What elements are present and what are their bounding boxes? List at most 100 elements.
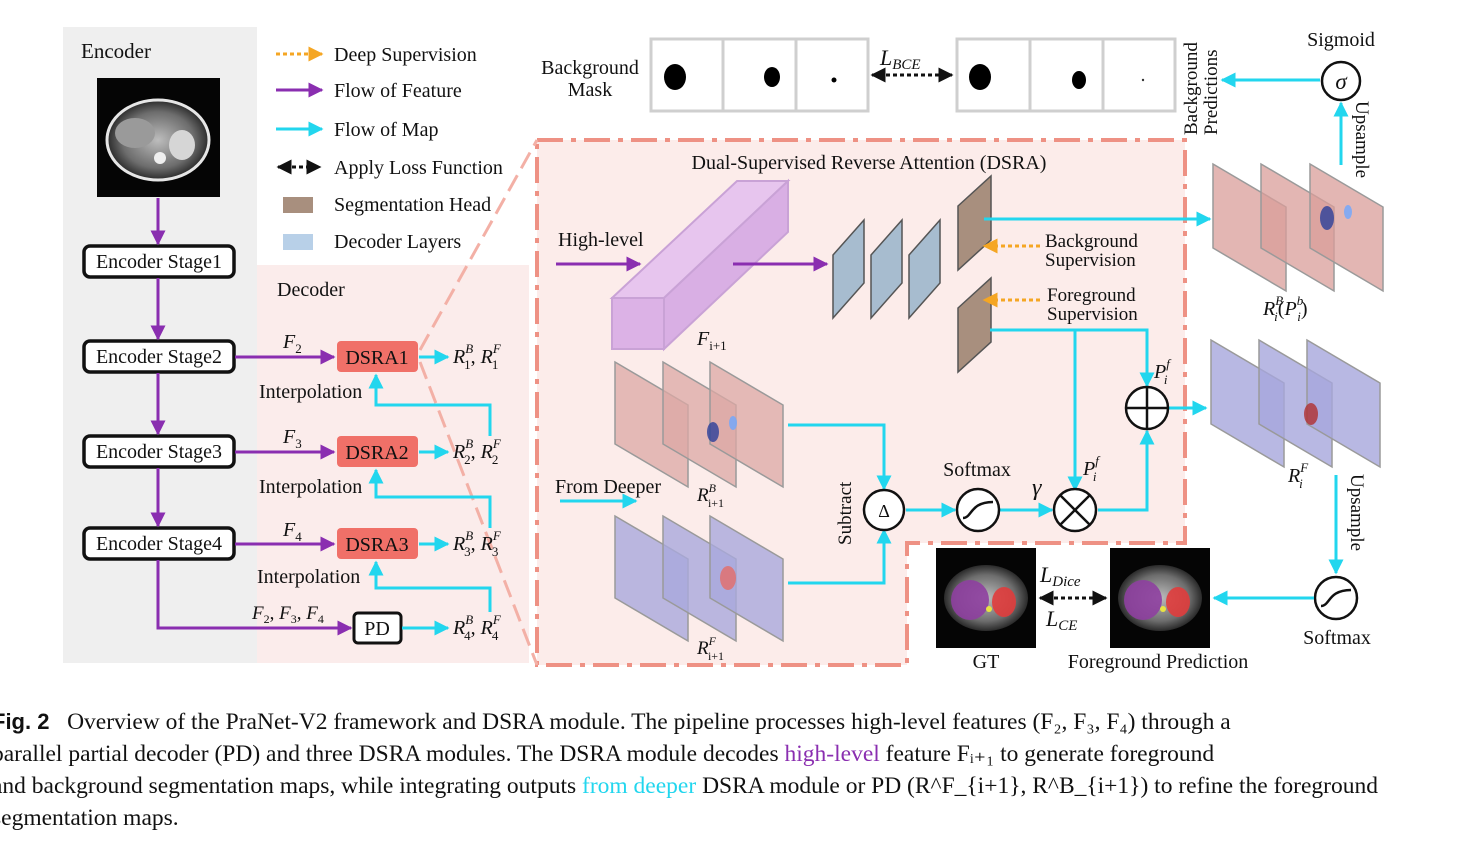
feature-f3: F3: [282, 426, 302, 451]
ce-loss-label: LCE: [1045, 606, 1077, 634]
softmax-node-dsra: [955, 487, 1001, 533]
decoder-layers: [832, 218, 941, 320]
add-node: [1124, 385, 1170, 431]
caption-line-1: Fig. 2 Overview of the PraNet-V2 framewo…: [0, 706, 1457, 738]
svg-text:Apply Loss Function: Apply Loss Function: [334, 157, 503, 179]
multiply-node: [1052, 487, 1098, 533]
svg-text:Decoder Layers: Decoder Layers: [334, 231, 461, 253]
softmax-label-dsra: Softmax: [943, 459, 1011, 481]
svg-text:DSRA2: DSRA2: [345, 442, 408, 464]
legend: Deep Supervision Flow of Feature Flow of…: [276, 44, 503, 253]
pd-box: PD: [352, 611, 403, 645]
background-mask-strip: [649, 37, 870, 113]
legend-decoder-layers: Decoder Layers: [283, 231, 461, 253]
decoder-map-arrows: [368, 349, 492, 636]
legend-segmentation-head: Segmentation Head: [283, 194, 491, 216]
high-level-label: High-level: [558, 229, 644, 251]
dsra1-box: DSRA1: [337, 341, 418, 372]
foreground-prediction-image: [1110, 548, 1210, 648]
figure-caption: Fig. 2 Overview of the PraNet-V2 framewo…: [0, 706, 1457, 834]
rb-stack-right: [1212, 162, 1384, 293]
sigmoid-label: Sigmoid: [1307, 29, 1375, 51]
bce-loss-label: LBCE: [879, 45, 921, 73]
svg-text:Encoder Stage3: Encoder Stage3: [96, 441, 222, 463]
svg-text:Δ: Δ: [878, 501, 890, 521]
encoder-stage-1: Encoder Stage1: [82, 244, 236, 279]
caption-from-deeper: from deeper: [582, 773, 697, 799]
zoom-line-top: [418, 139, 539, 351]
legend-apply-loss: Apply Loss Function: [276, 157, 503, 179]
encoder-stage-3: Encoder Stage3: [82, 434, 236, 469]
interpolation-label-3: Interpolation: [257, 566, 360, 588]
zoom-line-bottom: [418, 361, 539, 666]
caption-high-level: high-level: [784, 741, 880, 767]
interpolation-label-1: Interpolation: [259, 381, 362, 403]
feature-f2: F2: [282, 331, 302, 356]
legend-flow-of-feature: Flow of Feature: [276, 80, 462, 102]
encoder-flow-arrows: [150, 198, 353, 636]
svg-text:Flow of Feature: Flow of Feature: [334, 80, 462, 102]
feature-fi1-label: Fi+1: [696, 328, 727, 353]
legend-flow-of-map: Flow of Map: [276, 119, 438, 141]
svg-text:Encoder Stage4: Encoder Stage4: [96, 533, 222, 555]
from-deeper-label: From Deeper: [555, 476, 661, 498]
foreground-prediction-label: Foreground Prediction: [1068, 651, 1249, 673]
subtract-node: Δ: [862, 488, 906, 532]
svg-text:Encoder Stage1: Encoder Stage1: [96, 251, 222, 273]
dsra2-box: DSRA2: [337, 436, 418, 467]
svg-text:DSRA1: DSRA1: [345, 347, 408, 369]
decoder-title: Decoder: [277, 279, 345, 301]
interpolation-label-2: Interpolation: [259, 476, 362, 498]
gt-label: GT: [973, 651, 1000, 673]
caption-fig-label: Fig. 2: [0, 709, 50, 734]
dsra-map-arrows: [560, 211, 1212, 585]
encoder-title: Encoder: [81, 39, 151, 63]
feature-f4: F4: [282, 519, 302, 544]
dice-loss-label: LDice: [1039, 562, 1081, 590]
rf-stack-dsra: [614, 514, 784, 643]
svg-text:σ: σ: [1335, 69, 1348, 94]
ct-input-image: [97, 78, 220, 197]
softmax-label-right: Softmax: [1303, 627, 1371, 649]
svg-text:PD: PD: [364, 618, 390, 640]
svg-text:Encoder Stage2: Encoder Stage2: [96, 346, 222, 368]
pd-inputs-label: F2, F3, F4: [251, 603, 324, 626]
svg-text:Flow of Map: Flow of Map: [334, 119, 438, 141]
gt-image: [936, 548, 1036, 648]
feature-cube: [609, 178, 791, 352]
diagram-canvas: Encoder Encoder Stage1 Encoder Stage2 En…: [63, 27, 1384, 673]
caption-line-4: segmentation maps.: [0, 805, 179, 831]
svg-text:Deep Supervision: Deep Supervision: [334, 44, 477, 66]
rf-stack-right: [1210, 338, 1381, 469]
legend-deep-supervision: Deep Supervision: [276, 44, 477, 66]
upsample-label-bottom: Upsample: [1346, 474, 1367, 551]
encoder-stage-2: Encoder Stage2: [82, 339, 236, 374]
background-prediction-strip: [955, 37, 1177, 113]
subtract-label: Subtract: [835, 481, 856, 545]
dsra-title: Dual-Supervised Reverse Attention (DSRA): [692, 152, 1047, 174]
caption-line-2: parallel partial decoder (PD) and three …: [0, 741, 1215, 767]
sigmoid-node: σ: [1320, 60, 1362, 102]
gamma-label: γ: [1032, 475, 1042, 501]
dsra3-box: DSRA3: [337, 528, 418, 559]
upsample-label-top: Upsample: [1351, 101, 1372, 178]
softmax-node-right: [1313, 575, 1359, 621]
caption-line-3: and background segmentation maps, while …: [0, 773, 1378, 799]
svg-text:DSRA3: DSRA3: [345, 534, 408, 556]
encoder-stage-4: Encoder Stage4: [82, 526, 236, 561]
rb-stack-dsra: [614, 360, 784, 489]
